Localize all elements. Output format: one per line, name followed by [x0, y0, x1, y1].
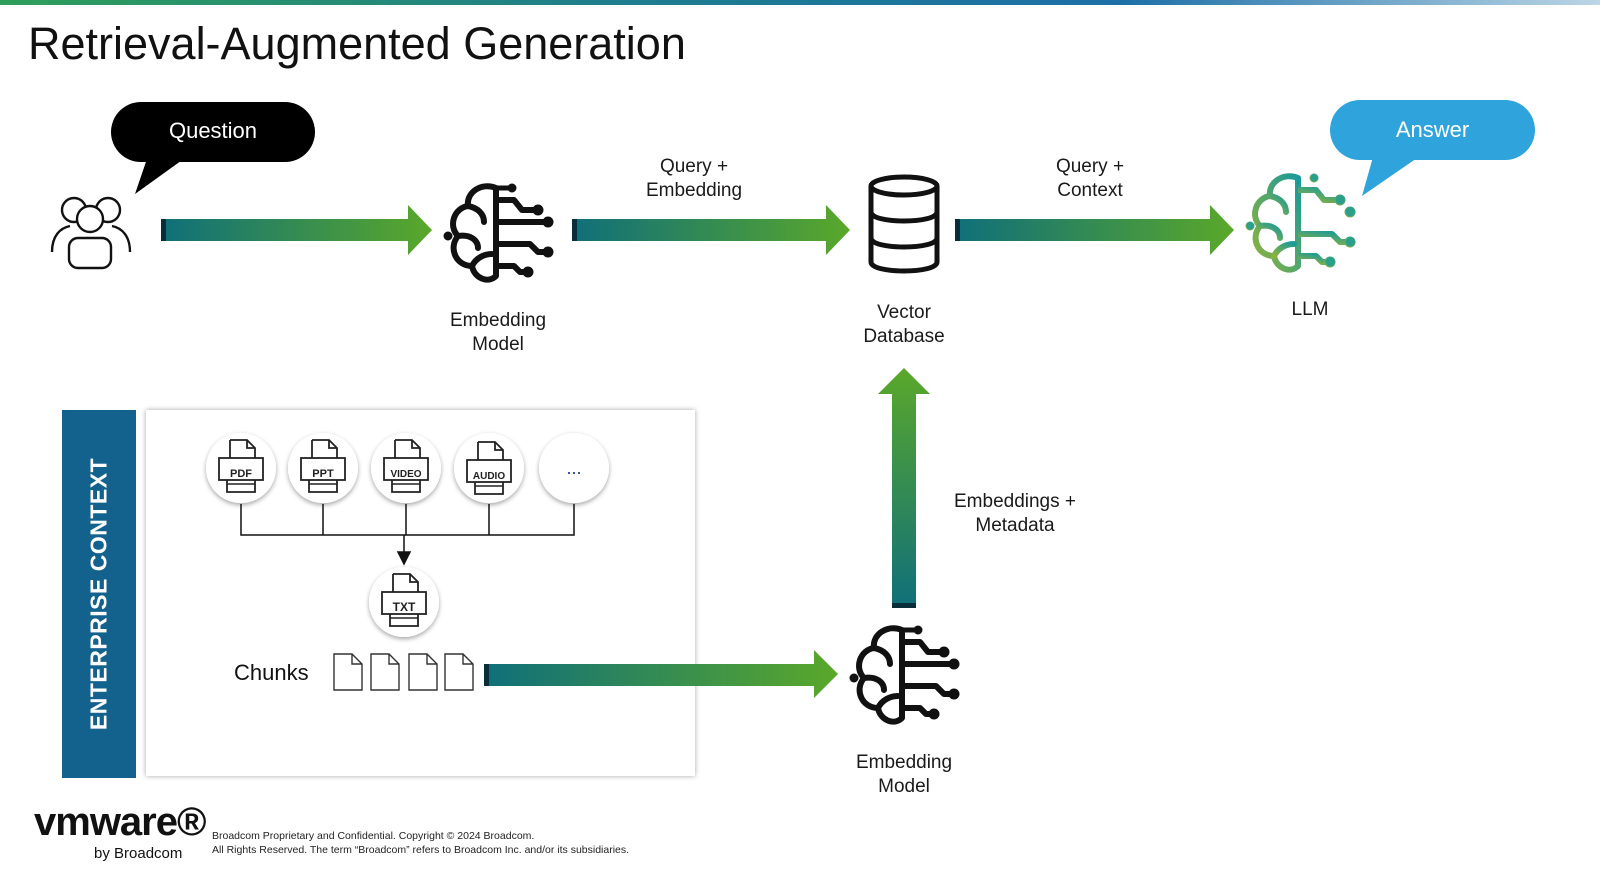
question-bubble-label: Question [168, 118, 258, 143]
footer-legal: Broadcom Proprietary and Confidential. C… [212, 830, 629, 857]
footer-line-1: Broadcom Proprietary and Confidential. C… [212, 830, 535, 842]
embeddings-metadata-label: Embeddings + Metadata [954, 491, 1076, 536]
query-context-label: Query + Context [1055, 156, 1125, 201]
vector-database-label: Vector Database [863, 302, 945, 347]
embedding-model-bottom-label: Embedding Model [855, 752, 953, 797]
answer-bubble-label: Answer [1395, 117, 1470, 142]
arrow-vectordb-to-llm [955, 205, 1234, 255]
embedding-model-top-label: Embedding Model [449, 310, 547, 355]
brain-icon [444, 184, 553, 280]
database-icon [868, 174, 940, 274]
arrow-embedding-to-vectordb [572, 205, 850, 255]
footer-line-2: All Rights Reserved. The term “Broadcom”… [212, 843, 630, 856]
users-icon [50, 196, 132, 270]
brain-icon [850, 626, 959, 722]
enterprise-context-bar [62, 410, 136, 778]
answer-bubble [1330, 100, 1535, 196]
chunks-label: Chunks [234, 660, 309, 685]
enterprise-context-heading: ENTERPRISE CONTEXT [85, 457, 112, 731]
top-accent-bar [0, 0, 1600, 5]
vmware-logo: vmware® [34, 800, 206, 844]
page-title: Retrieval-Augmented Generation [28, 18, 686, 69]
vmware-logo-sub: by Broadcom [94, 845, 183, 862]
llm-brain-icon [1246, 174, 1355, 270]
arrow-embedding-to-vectordb-vertical [878, 368, 930, 608]
enterprise-context-panel [146, 410, 695, 776]
query-embedding-label: Query + Embedding [645, 156, 743, 201]
question-bubble [111, 102, 315, 194]
arrow-question-to-embedding [161, 205, 432, 255]
llm-label: LLM [1291, 299, 1329, 320]
